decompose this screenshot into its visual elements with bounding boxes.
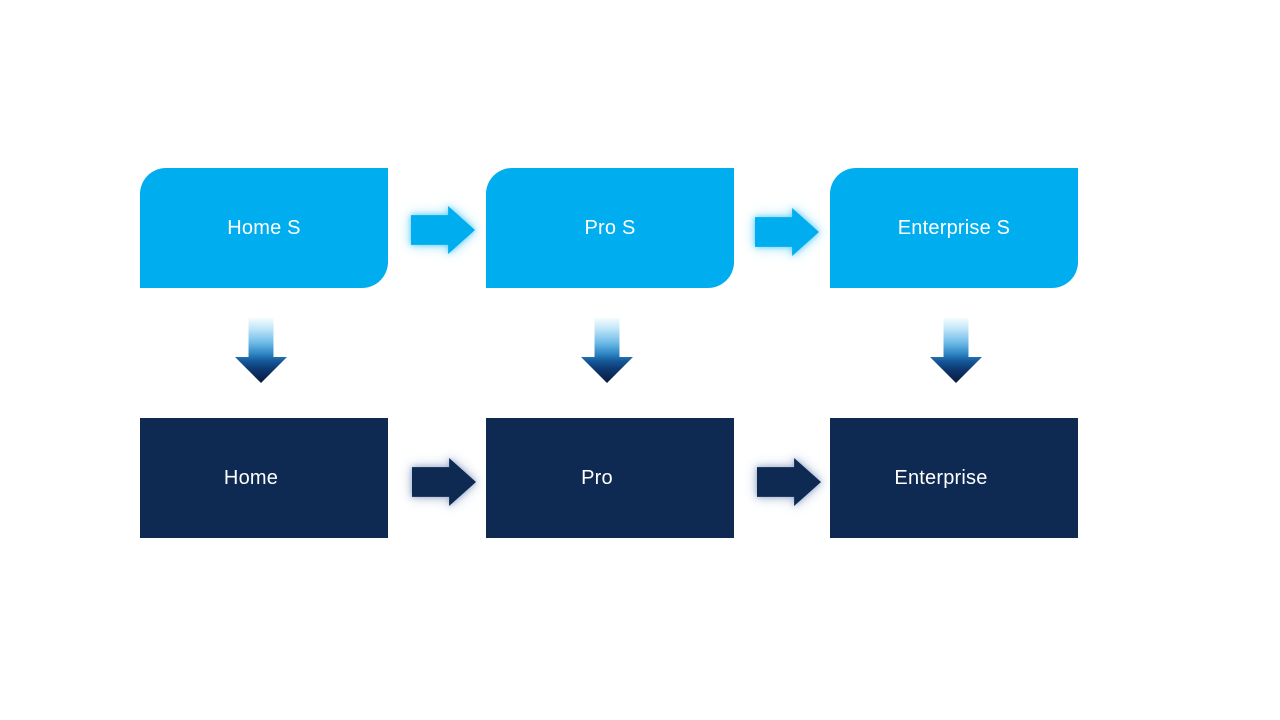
down-arrow-icon [235, 318, 287, 383]
node-enterprise-label: Enterprise [894, 466, 988, 489]
right-arrow-shape [755, 208, 819, 256]
node-pro-s: Pro S [486, 168, 734, 288]
node-home-s: Home S [140, 168, 388, 288]
node-home-label: Home [223, 466, 279, 489]
node-home-s-label: Home S [227, 216, 301, 239]
down-arrow-icon [930, 318, 982, 383]
right-arrow-shape [411, 206, 475, 254]
right-arrow-shape [412, 458, 476, 506]
node-enterprise-s-label: Enterprise S [897, 216, 1011, 239]
right-arrow-icon [757, 458, 821, 506]
right-arrow-shape [757, 458, 821, 506]
node-pro-label: Pro [581, 466, 613, 489]
right-arrow-icon [755, 208, 819, 256]
node-pro: Pro [486, 418, 734, 538]
node-pro-s-label: Pro S [584, 216, 636, 239]
node-enterprise: Enterprise [830, 418, 1078, 538]
down-arrow-icon [581, 318, 633, 383]
node-enterprise-s: Enterprise S [830, 168, 1078, 288]
right-arrow-icon [411, 206, 475, 254]
node-home: Home [140, 418, 388, 538]
right-arrow-icon [412, 458, 476, 506]
